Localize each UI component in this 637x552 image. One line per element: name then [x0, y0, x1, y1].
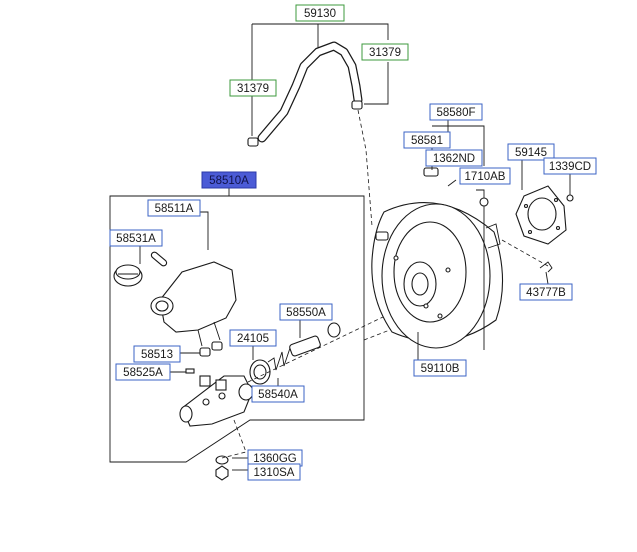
- label-box-59145: [507, 143, 555, 161]
- label-58513[interactable]: 58513: [141, 349, 173, 361]
- label-box-1310SA: [247, 463, 301, 481]
- nut-washer: [215, 455, 229, 481]
- label-box-58540A: [251, 385, 305, 403]
- label-box-43777B: [519, 283, 573, 301]
- label-58550A[interactable]: 58550A: [286, 307, 326, 319]
- label-1362ND[interactable]: 1362ND: [433, 153, 475, 165]
- bolt-58525A: [185, 368, 195, 374]
- label-58511A[interactable]: 58511A: [155, 203, 194, 215]
- label-box-58580F: [429, 103, 483, 121]
- label-1310SA[interactable]: 1310SA: [254, 467, 295, 479]
- label-59130[interactable]: 59130: [304, 8, 336, 20]
- label-box-58581: [403, 131, 451, 149]
- label-box-1362ND: [425, 149, 483, 167]
- hose-clip-left: [247, 137, 259, 147]
- label-31379-left[interactable]: 31379: [237, 83, 269, 95]
- label-1710AB[interactable]: 1710AB: [465, 171, 506, 183]
- label-1360GG[interactable]: 1360GG: [253, 453, 297, 465]
- label-box-58531A: [109, 229, 163, 247]
- label-box-58511A: [147, 199, 201, 217]
- label-box-58513: [133, 345, 181, 363]
- booster-gasket: [515, 160, 574, 245]
- label-58540A[interactable]: 58540A: [258, 389, 298, 401]
- hose-clip-right: [351, 100, 363, 110]
- label-58531A[interactable]: 58531A: [116, 233, 156, 245]
- label-box-58510A: [201, 171, 257, 189]
- master-cylinder: [179, 375, 254, 427]
- label-58581[interactable]: 58581: [411, 135, 443, 147]
- label-box-1710AB: [459, 167, 511, 185]
- label-1339CD[interactable]: 1339CD: [549, 161, 591, 173]
- label-58580F[interactable]: 58580F: [436, 107, 475, 119]
- label-box-24105: [229, 329, 277, 347]
- label-box-58550A: [279, 303, 333, 321]
- label-24105[interactable]: 24105: [237, 333, 269, 345]
- check-valve: [423, 167, 489, 207]
- label-59110B[interactable]: 59110B: [421, 363, 460, 375]
- label-box-59110B: [413, 359, 467, 377]
- label-43777B[interactable]: 43777B: [526, 287, 566, 299]
- label-58510A[interactable]: 58510A: [209, 175, 249, 187]
- vacuum-hose: [247, 23, 389, 227]
- clevis-clip: [539, 261, 553, 285]
- label-box-31379-right: [361, 43, 409, 61]
- piston-spring: [249, 322, 341, 385]
- label-box-59130: [295, 4, 345, 22]
- label-58525A[interactable]: 58525A: [123, 367, 163, 379]
- label-box-1339CD: [543, 157, 597, 175]
- label-box-58525A: [115, 363, 171, 381]
- label-31379-right[interactable]: 31379: [369, 47, 401, 59]
- reservoir-cap: [113, 264, 143, 287]
- reservoir: [150, 261, 237, 347]
- brake-booster: [371, 189, 504, 362]
- reservoir-pin: [150, 251, 168, 267]
- reservoir-grommets: [199, 341, 223, 357]
- label-59145[interactable]: 59145: [515, 147, 547, 159]
- label-box-31379-left: [229, 79, 277, 97]
- master-cylinder-bracket: [109, 188, 365, 471]
